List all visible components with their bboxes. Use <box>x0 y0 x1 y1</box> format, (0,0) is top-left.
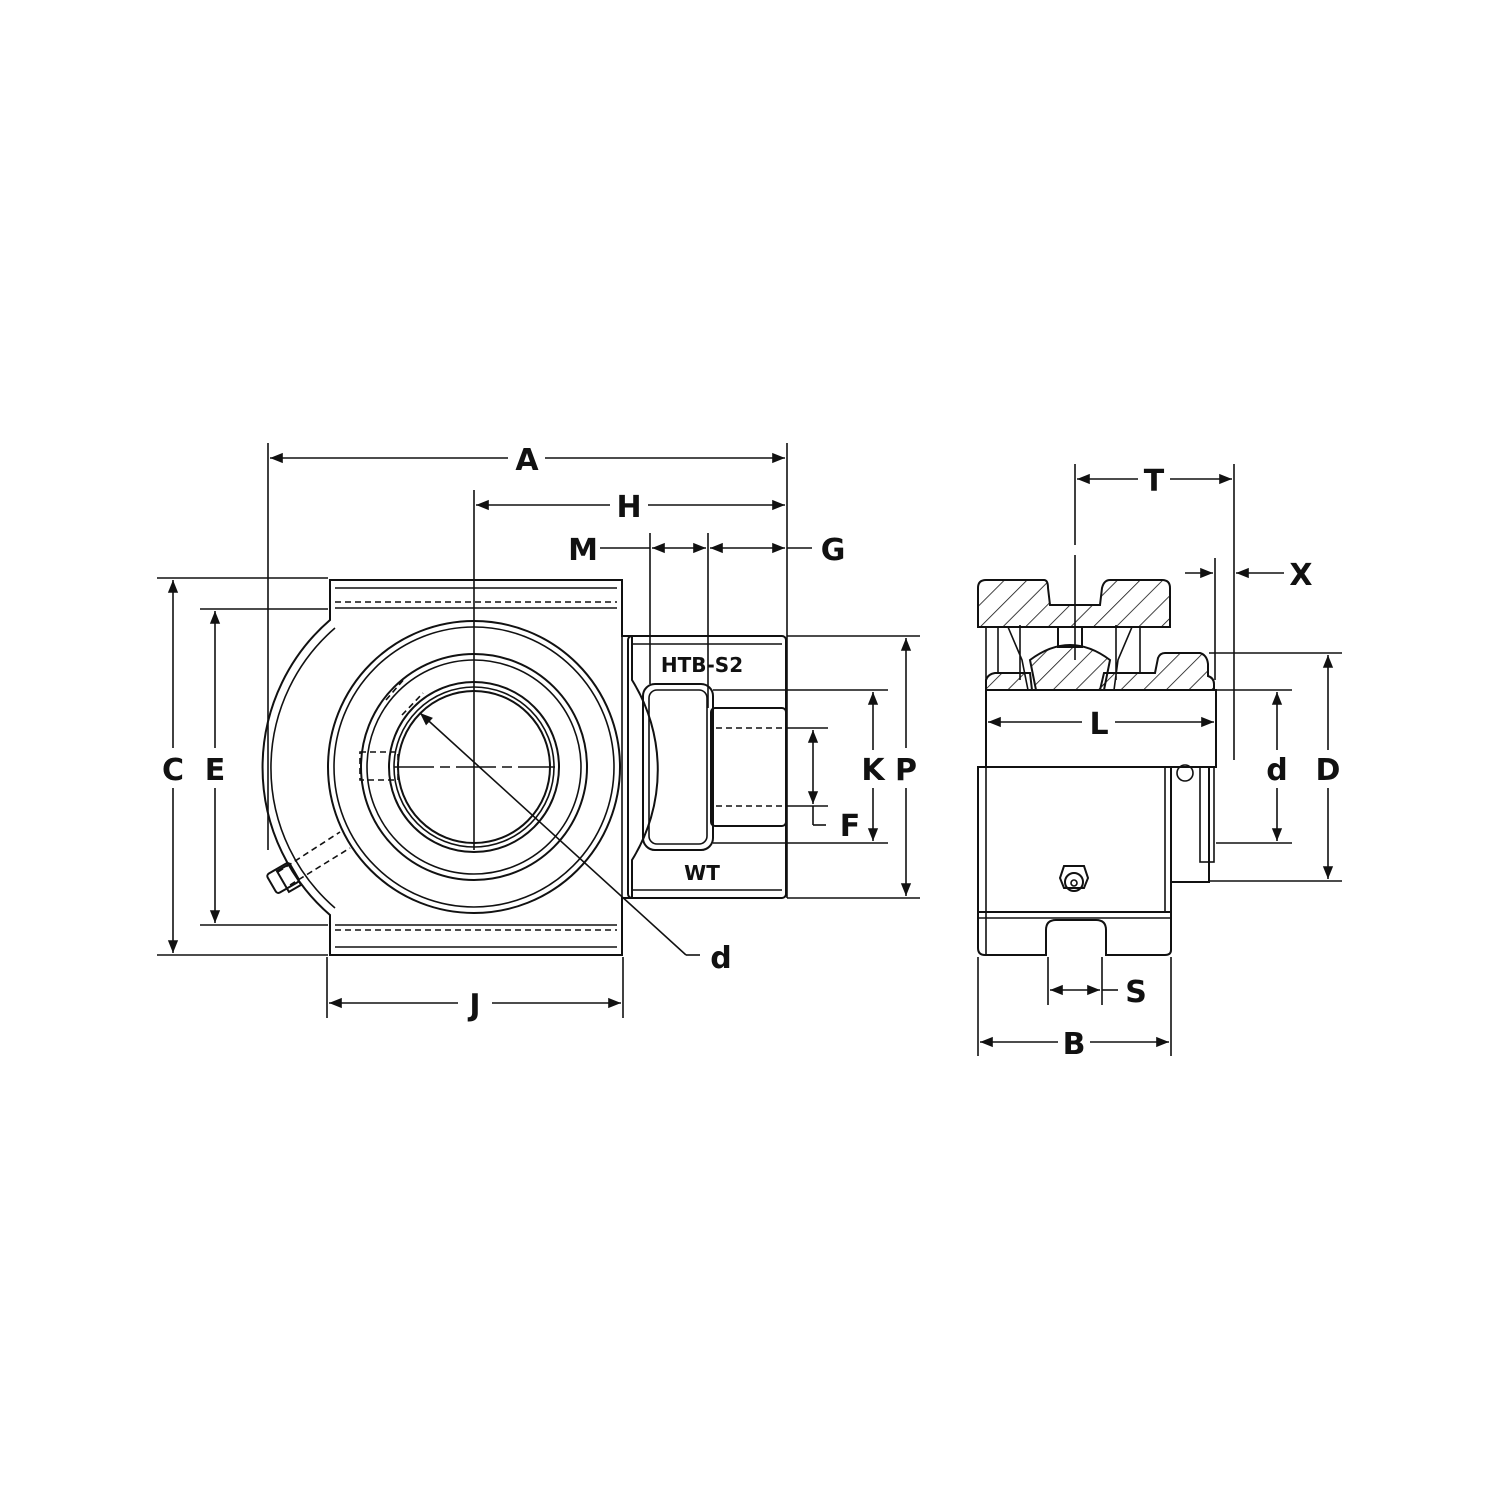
grease-fitting-icon <box>266 831 351 894</box>
dim-label-b: B <box>1063 1027 1086 1062</box>
dim-label-h: H <box>616 490 641 525</box>
dim-label-f: F <box>840 809 861 844</box>
dim-label-p: P <box>895 753 917 788</box>
threaded-hole <box>710 707 787 827</box>
dim-label-m: M <box>568 533 598 568</box>
housing-outline <box>261 579 659 956</box>
dim-label-bore-d: d <box>710 941 731 976</box>
grease-fitting-front-icon <box>1058 865 1090 892</box>
marking-htb-s2: HTB-S2 <box>661 653 743 677</box>
dim-label-e: E <box>205 753 226 788</box>
ball-section <box>1028 644 1112 691</box>
dim-label-l: L <box>1089 707 1108 742</box>
dim-label-k: K <box>861 753 886 788</box>
dim-label-d-outer: D <box>1316 753 1341 788</box>
dim-label-c: C <box>162 753 184 788</box>
dim-label-t: T <box>1144 464 1165 499</box>
dim-label-side-d: d <box>1266 753 1287 788</box>
dim-label-a: A <box>515 443 539 478</box>
housing-section-top <box>977 579 1171 628</box>
dim-label-x: X <box>1289 558 1312 593</box>
dim-label-g: G <box>821 533 846 568</box>
side-view: T X L d D S B <box>977 464 1342 1062</box>
dim-label-s: S <box>1125 975 1147 1010</box>
dim-label-j: J <box>467 988 480 1023</box>
slider-block <box>642 683 714 851</box>
marking-wt: WT <box>684 861 720 885</box>
inner-ring-section <box>985 652 1215 691</box>
front-view: HTB-S2 WT A H M G C E <box>157 443 920 1023</box>
